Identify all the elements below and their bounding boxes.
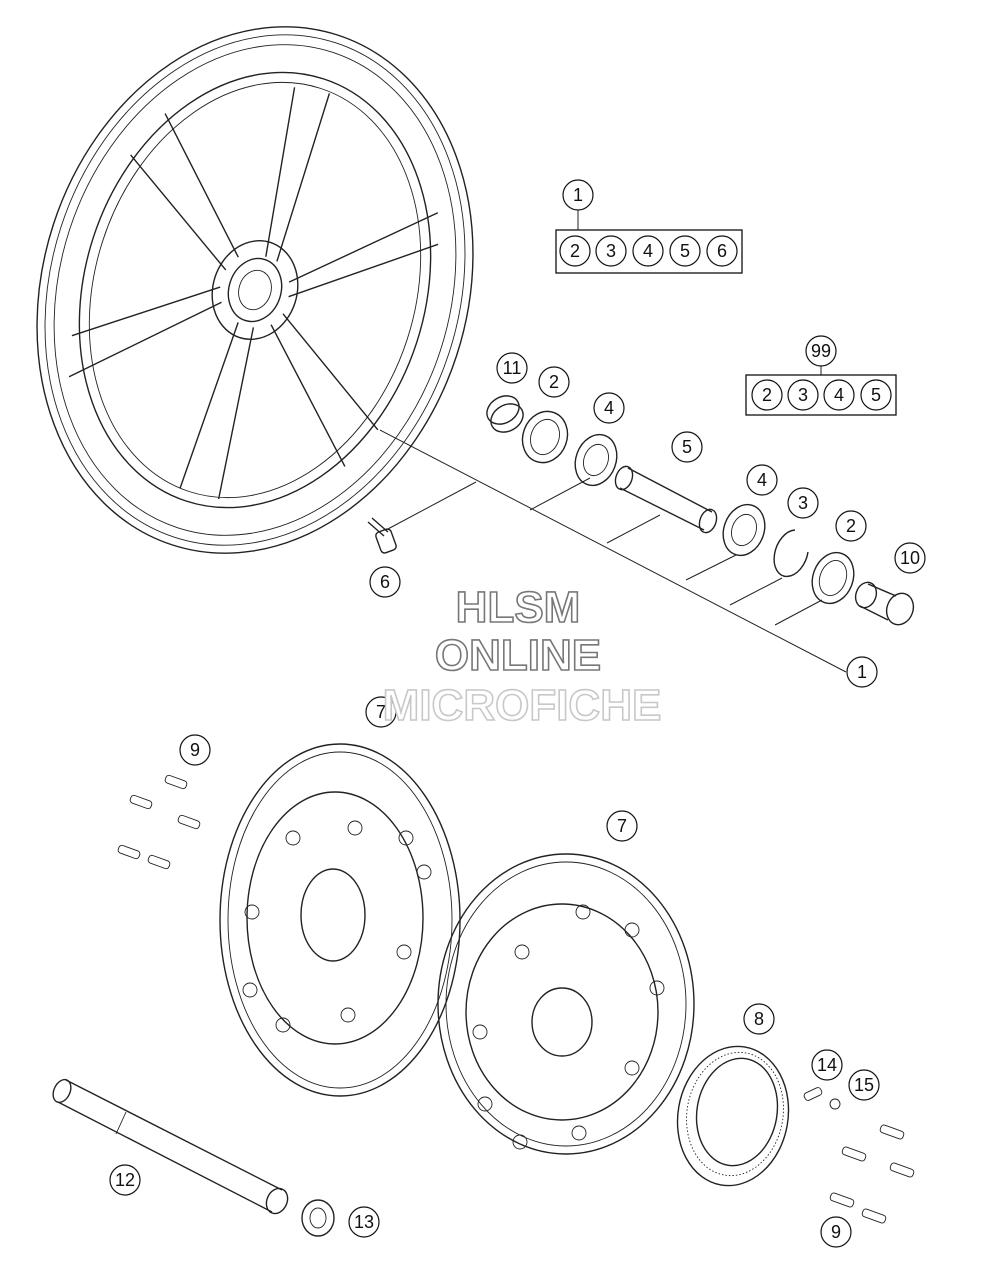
- callout-9[interactable]: 9: [179, 734, 211, 766]
- distance-sleeve-5[interactable]: [612, 464, 719, 535]
- svg-text:2: 2: [846, 516, 856, 536]
- bolt-set-9a[interactable]: [117, 774, 201, 870]
- svg-text:3: 3: [606, 241, 616, 261]
- svg-text:8: 8: [754, 1009, 764, 1029]
- svg-text:5: 5: [871, 385, 881, 405]
- kit-99-item[interactable]: 5: [860, 379, 892, 411]
- callout-7[interactable]: 7: [365, 696, 397, 728]
- svg-text:4: 4: [643, 241, 653, 261]
- svg-text:5: 5: [682, 437, 692, 457]
- shaft-seal-2a[interactable]: [515, 405, 574, 469]
- callout-12[interactable]: 12: [109, 1164, 141, 1196]
- callout-8[interactable]: 8: [743, 1003, 775, 1035]
- watermark-line2: ONLINE: [435, 631, 601, 680]
- callout-14[interactable]: 14: [811, 1049, 843, 1081]
- callout-1[interactable]: 1: [846, 656, 878, 688]
- brake-disc-right[interactable]: [437, 853, 695, 1155]
- svg-text:14: 14: [817, 1055, 837, 1075]
- ball-bearing-4b[interactable]: [716, 499, 771, 562]
- svg-text:4: 4: [604, 398, 614, 418]
- kit-1-item[interactable]: 3: [595, 235, 627, 267]
- svg-text:9: 9: [190, 740, 200, 760]
- spacer-11[interactable]: [482, 390, 528, 438]
- kit-1-item[interactable]: 4: [632, 235, 664, 267]
- svg-text:3: 3: [798, 493, 808, 513]
- callout-4[interactable]: 4: [593, 392, 625, 424]
- kit-box-99: 99 2 3 4 5: [745, 335, 897, 416]
- svg-text:6: 6: [380, 572, 390, 592]
- svg-text:7: 7: [617, 816, 627, 836]
- kit-1-item[interactable]: 2: [559, 235, 591, 267]
- kit-99-item[interactable]: 2: [751, 379, 783, 411]
- callout-2[interactable]: 2: [835, 510, 867, 542]
- svg-text:2: 2: [549, 372, 559, 392]
- abs-sensor-ring[interactable]: [667, 1038, 800, 1195]
- svg-text:15: 15: [854, 1075, 874, 1095]
- screw-14[interactable]: [803, 1087, 823, 1102]
- svg-text:2: 2: [570, 241, 580, 261]
- callout-7[interactable]: 7: [606, 810, 638, 842]
- spacer-10[interactable]: [852, 579, 918, 628]
- watermark: HLSM ONLINE MICROFICHE: [382, 582, 662, 731]
- callout-10[interactable]: 10: [894, 542, 926, 574]
- svg-text:7: 7: [376, 702, 386, 722]
- callout-15[interactable]: 15: [848, 1069, 880, 1101]
- kit-1-label[interactable]: 1: [562, 179, 594, 211]
- svg-text:1: 1: [573, 185, 583, 205]
- callout-3[interactable]: 3: [787, 487, 819, 519]
- kit-1-item[interactable]: 6: [706, 235, 738, 267]
- callout-11[interactable]: 11: [496, 352, 528, 384]
- callout-2[interactable]: 2: [538, 366, 570, 398]
- callout-9[interactable]: 9: [820, 1216, 852, 1248]
- svg-text:2: 2: [762, 385, 772, 405]
- watermark-line3: MICROFICHE: [383, 681, 662, 730]
- kit-1-item[interactable]: 5: [669, 235, 701, 267]
- kit-99-label[interactable]: 99: [805, 335, 837, 367]
- svg-text:11: 11: [503, 358, 522, 378]
- svg-text:4: 4: [757, 470, 767, 490]
- wheel-spindle[interactable]: [50, 1077, 292, 1217]
- brake-disc-left[interactable]: [219, 743, 461, 1097]
- kit-99-item[interactable]: 4: [823, 379, 855, 411]
- svg-text:6: 6: [717, 241, 727, 261]
- screw-15[interactable]: [829, 1098, 841, 1110]
- svg-text:3: 3: [798, 385, 808, 405]
- ball-bearing-4a[interactable]: [568, 429, 623, 492]
- callout-13[interactable]: 13: [348, 1206, 380, 1238]
- bolt-set-9b[interactable]: [829, 1124, 915, 1224]
- svg-text:5: 5: [680, 241, 690, 261]
- callout-5[interactable]: 5: [671, 431, 703, 463]
- svg-text:4: 4: [834, 385, 844, 405]
- callout-6[interactable]: 6: [369, 566, 401, 598]
- shaft-seal-2b[interactable]: [805, 547, 860, 610]
- svg-text:9: 9: [831, 1222, 841, 1242]
- watermark-line1: HLSM: [456, 583, 581, 632]
- svg-text:99: 99: [811, 341, 831, 361]
- spindle-nut[interactable]: [301, 1199, 335, 1237]
- svg-text:13: 13: [354, 1212, 374, 1232]
- svg-text:10: 10: [900, 548, 920, 568]
- svg-text:12: 12: [115, 1170, 135, 1190]
- valve-stem[interactable]: [367, 517, 397, 554]
- circlip-3[interactable]: [773, 529, 809, 578]
- callout-4[interactable]: 4: [746, 464, 778, 496]
- cast-wheel-rim[interactable]: [0, 0, 539, 610]
- kit-box-1: 1 2 3 4 5 6: [555, 179, 743, 274]
- kit-99-item[interactable]: 3: [787, 379, 819, 411]
- svg-text:1: 1: [857, 662, 867, 682]
